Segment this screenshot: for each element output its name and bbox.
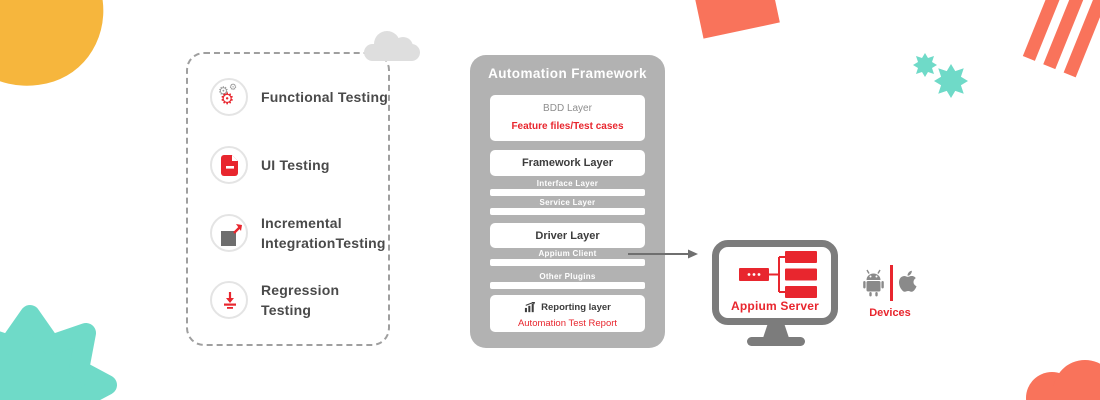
framework-layer-label: Framework Layer: [521, 157, 614, 169]
testing-types-panel: ⚙ ⚙ ⚙ Functional Testing UI Testing: [186, 52, 390, 346]
driver-layer-box: Driver Layer: [490, 223, 645, 248]
appium-client-bar: [490, 259, 645, 266]
yellow-blob-decoration: [0, 0, 124, 106]
bar-chart-icon: [525, 302, 536, 313]
service-layer-bar: [490, 208, 645, 215]
devices-group: Devices: [858, 263, 922, 321]
teal-star-big-icon: [934, 64, 968, 98]
bdd-layer-subtitle: Feature files/Test cases: [511, 121, 624, 132]
android-icon: [863, 269, 884, 297]
regression-icon: [210, 281, 248, 320]
item-label: Incremental IntegrationTesting: [261, 215, 386, 252]
gray-cloud-decoration: [364, 31, 420, 61]
framework-layer-box: Framework Layer: [490, 150, 645, 176]
appium-server-label: Appium Server: [731, 299, 819, 313]
driver-layer-label: Driver Layer: [535, 229, 600, 242]
interface-layer-bar: [490, 189, 645, 196]
monitor-stand-neck: [763, 324, 789, 338]
framework-title: Automation Framework: [488, 66, 647, 81]
coral-cloud-decoration: [1026, 360, 1100, 400]
automation-framework-container: Automation Framework BDD Layer Feature f…: [470, 55, 665, 348]
service-layer-label: Service Layer: [539, 198, 596, 207]
bdd-layer-box: BDD Layer Feature files/Test cases: [490, 95, 645, 141]
teal-star-small-icon: [913, 53, 937, 77]
other-plugins-label: Other Plugins: [539, 272, 596, 281]
list-item-functional-testing: ⚙ ⚙ ⚙ Functional Testing: [210, 78, 388, 116]
flow-arrow: [628, 249, 698, 259]
interface-layer-label: Interface Layer: [536, 179, 599, 188]
apple-icon: [899, 270, 917, 292]
coral-rectangle-decoration: [694, 0, 780, 39]
reporting-layer-label: Reporting layer: [541, 302, 611, 313]
document-icon: [210, 146, 248, 184]
devices-label: Devices: [869, 307, 911, 319]
other-plugins-bar: [490, 282, 645, 289]
list-item-incremental-integration-testing: Incremental IntegrationTesting: [210, 213, 386, 254]
list-item-regression-testing: Regression Testing: [210, 280, 388, 321]
item-label: UI Testing: [261, 156, 330, 173]
gears-icon: ⚙ ⚙ ⚙: [210, 78, 248, 116]
teal-burst-decoration: [0, 305, 117, 400]
reporting-layer-subtitle: Automation Test Report: [517, 318, 618, 329]
server-hub-icon: [739, 251, 817, 298]
reporting-layer-box: Reporting layer Automation Test Report: [490, 295, 645, 332]
item-label: Functional Testing: [261, 88, 389, 105]
integration-icon: [210, 214, 248, 253]
devices-divider: [890, 265, 893, 301]
coral-stripes-decoration: [1022, 0, 1100, 78]
monitor-stand-base: [747, 337, 805, 346]
appium-client-label: Appium Client: [538, 249, 597, 258]
bdd-layer-title: BDD Layer: [543, 103, 592, 114]
item-label: Regression Testing: [261, 282, 340, 319]
appium-server-monitor: Appium Server: [712, 240, 838, 325]
list-item-ui-testing: UI Testing: [210, 146, 330, 184]
